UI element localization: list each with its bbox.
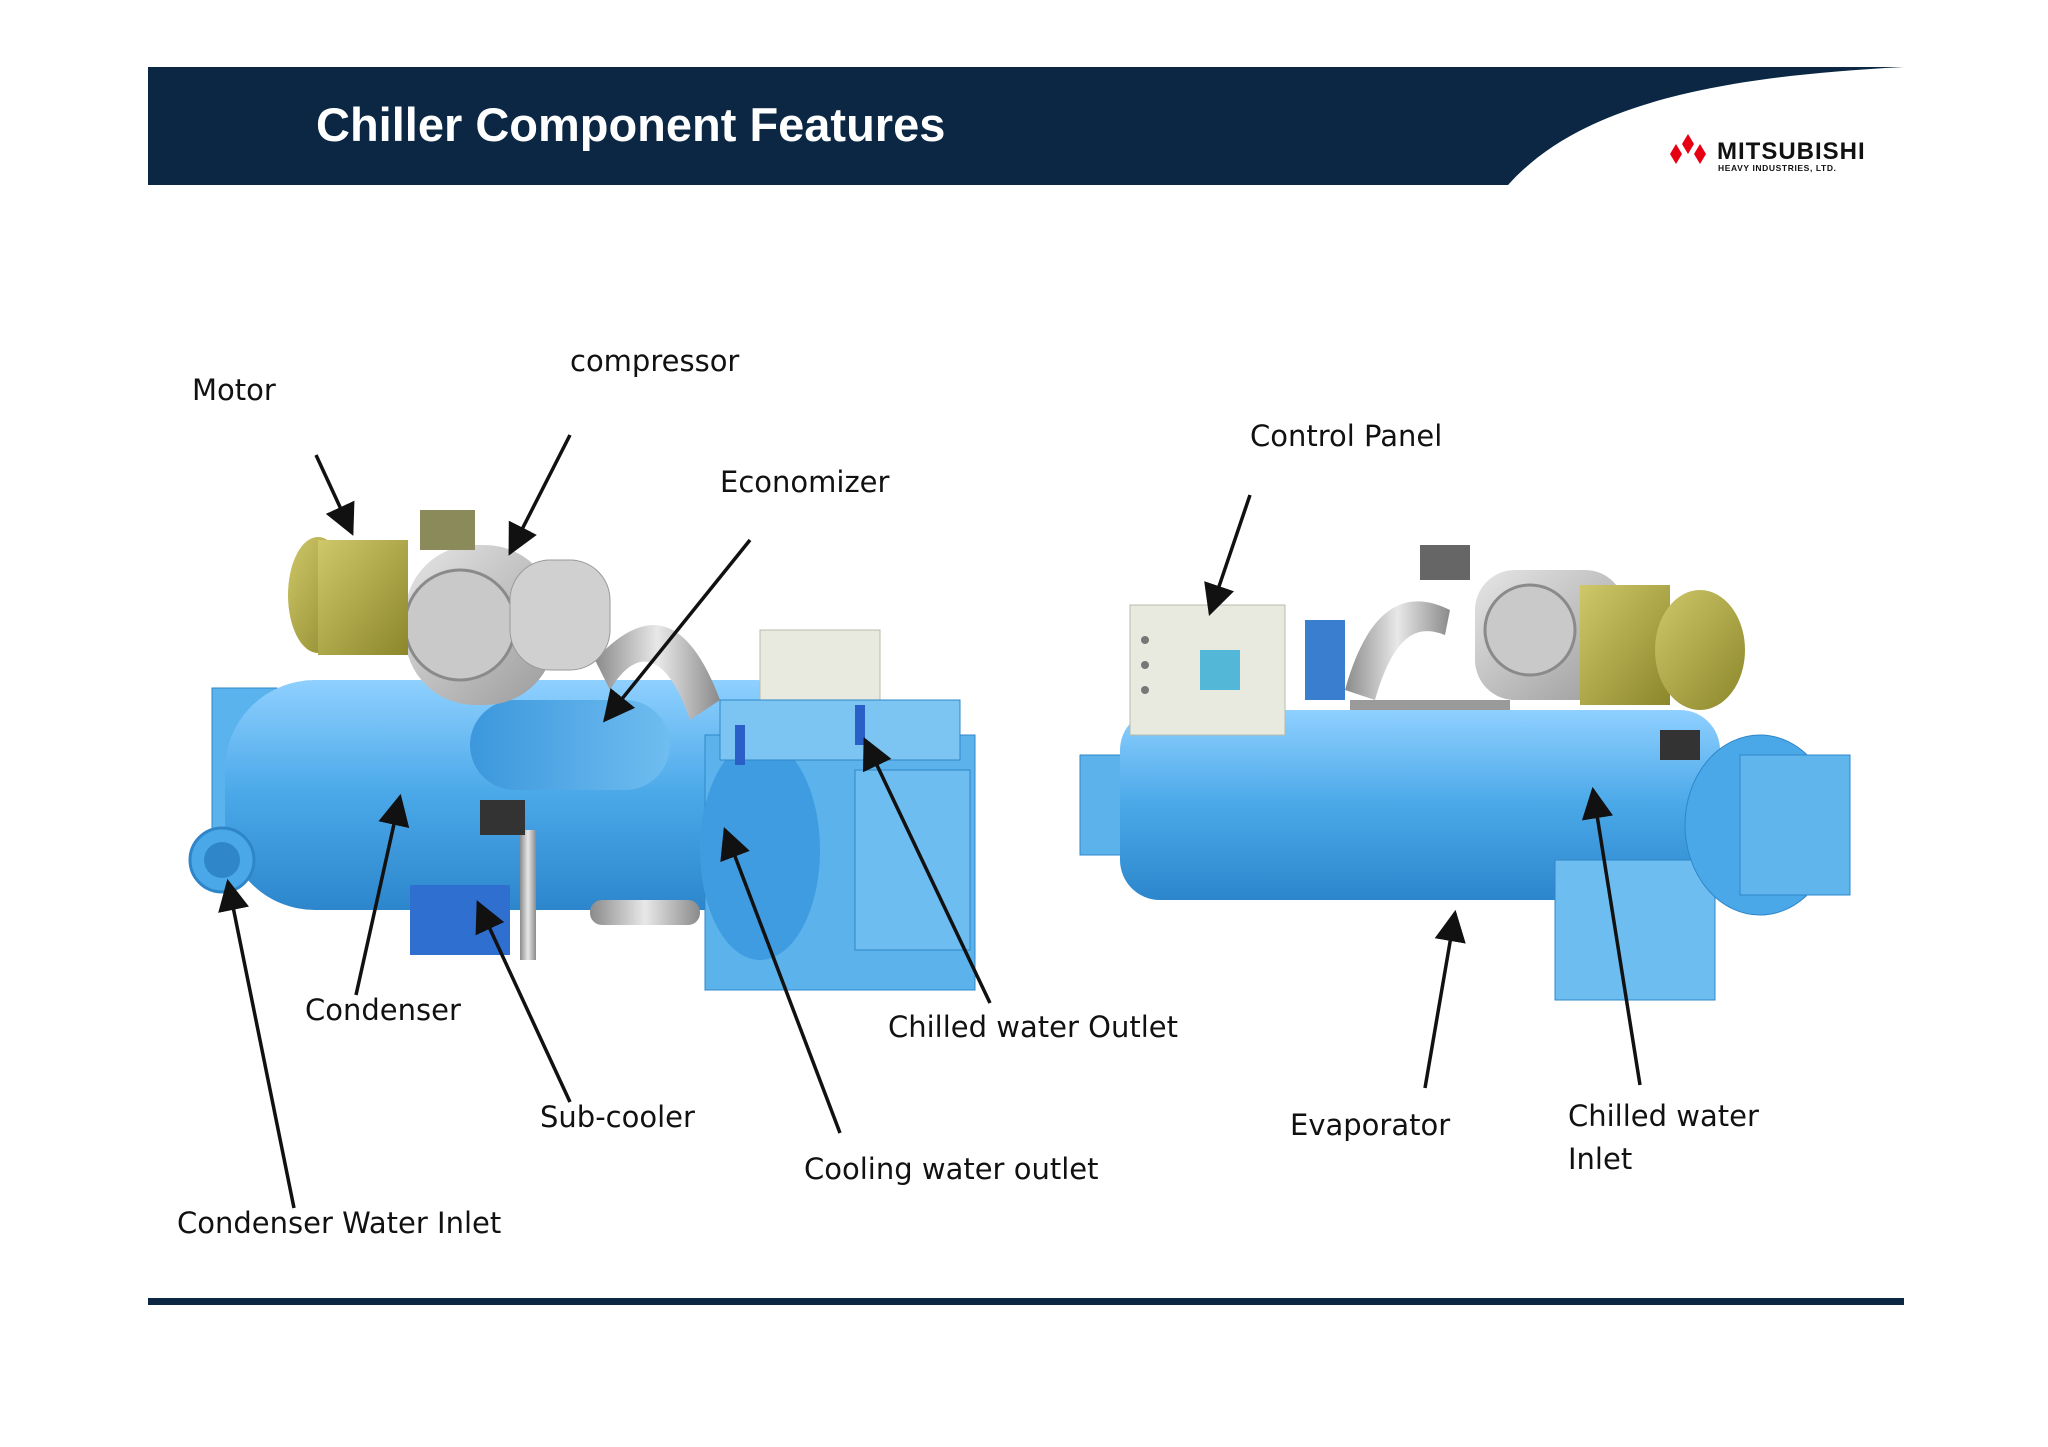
label-compressor: compressor bbox=[570, 344, 740, 378]
chilled-water-inlet-arrow bbox=[1581, 786, 1642, 1086]
leader-arrows bbox=[218, 434, 1642, 1209]
motor-arrow bbox=[314, 454, 355, 536]
label-control-panel: Control Panel bbox=[1250, 419, 1443, 453]
label-sub-cooler: Sub-cooler bbox=[540, 1100, 695, 1134]
label-evaporator: Evaporator bbox=[1290, 1108, 1451, 1142]
label-condenser-water-inlet: Condenser Water Inlet bbox=[177, 1206, 502, 1240]
brand-name: MITSUBISHI bbox=[1717, 138, 1866, 165]
label-chilled-water-inlet-line2: Inlet bbox=[1568, 1142, 1633, 1176]
brand-subtitle: HEAVY INDUSTRIES, LTD. bbox=[1718, 163, 1837, 173]
label-motor: Motor bbox=[192, 373, 276, 407]
cooling-water-outlet-arrow bbox=[720, 827, 842, 1134]
label-chilled-water-outlet: Chilled water Outlet bbox=[888, 1010, 1178, 1044]
right-chiller bbox=[1079, 545, 1851, 1001]
page-title: Chiller Component Features bbox=[316, 98, 946, 151]
control-panel-arrow bbox=[1204, 494, 1252, 616]
label-economizer: Economizer bbox=[720, 465, 890, 499]
label-condenser: Condenser bbox=[305, 993, 461, 1027]
economizer-arrow bbox=[603, 538, 752, 723]
condenser-arrow bbox=[354, 793, 410, 996]
label-cooling-water-outlet: Cooling water outlet bbox=[804, 1152, 1099, 1186]
footer-rule bbox=[148, 1298, 1904, 1305]
compressor-arrow bbox=[508, 434, 572, 556]
left-chiller bbox=[188, 510, 976, 991]
evaporator-arrow bbox=[1423, 909, 1466, 1089]
condenser-water-inlet-arrow bbox=[218, 878, 296, 1209]
label-chilled-water-inlet-line1: Chilled water bbox=[1568, 1099, 1759, 1133]
header-swoosh bbox=[1508, 67, 1904, 185]
chilled-water-outlet-arrow bbox=[862, 737, 992, 1004]
three-diamonds-icon bbox=[1670, 134, 1706, 164]
sub-cooler-arrow bbox=[475, 900, 572, 1103]
header-bar: Chiller Component Features bbox=[148, 67, 1904, 185]
